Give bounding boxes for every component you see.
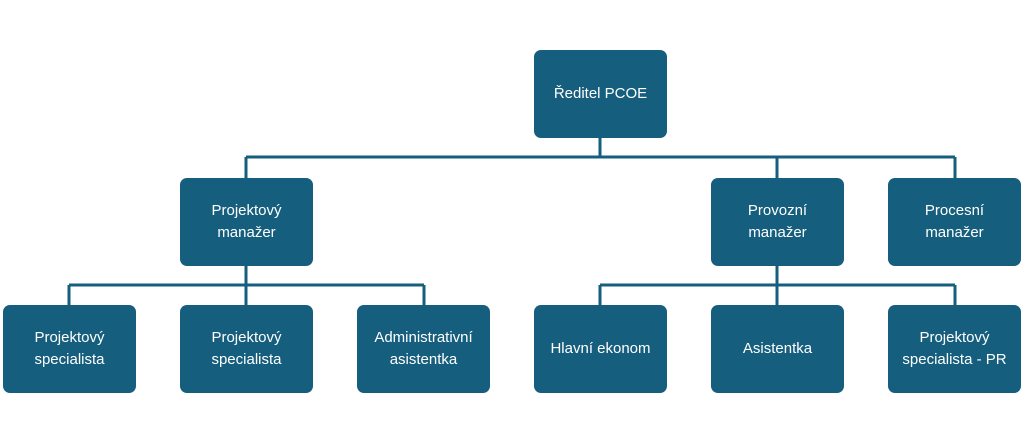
project-specialist-2-box: Projektový specialista xyxy=(180,305,313,393)
project-specialist-1-box: Projektový specialista xyxy=(3,305,136,393)
project-specialist-2-label: Projektový specialista xyxy=(211,329,282,368)
process-manager-label: Procesní manažer xyxy=(924,202,985,241)
director-box: Ředitel PCOE xyxy=(534,50,667,138)
chief-economist-box: Hlavní ekonom xyxy=(534,305,667,393)
project-manager-box: Projektový manažer xyxy=(180,178,313,266)
project-manager-label: Projektový manažer xyxy=(211,202,282,241)
pr-specialist-box: Projektový specialista - PR xyxy=(888,305,1021,393)
assistant-box: Asistentka xyxy=(711,305,844,393)
pr-specialist-label: Projektový specialista - PR xyxy=(902,329,1007,368)
assistant-label: Asistentka xyxy=(742,340,813,357)
project-specialist-1-label: Projektový specialista xyxy=(34,329,105,368)
admin-assistant-box: Administrativní asistentka xyxy=(357,305,490,393)
admin-assistant-label: Administrativní asistentka xyxy=(374,329,473,368)
operations-manager-box: Provozní manažer xyxy=(711,178,844,266)
director-label: Ředitel PCOE xyxy=(553,85,648,102)
operations-manager-label: Provozní manažer xyxy=(747,202,808,241)
process-manager-box: Procesní manažer xyxy=(888,178,1021,266)
chief-economist-label: Hlavní ekonom xyxy=(550,340,651,357)
